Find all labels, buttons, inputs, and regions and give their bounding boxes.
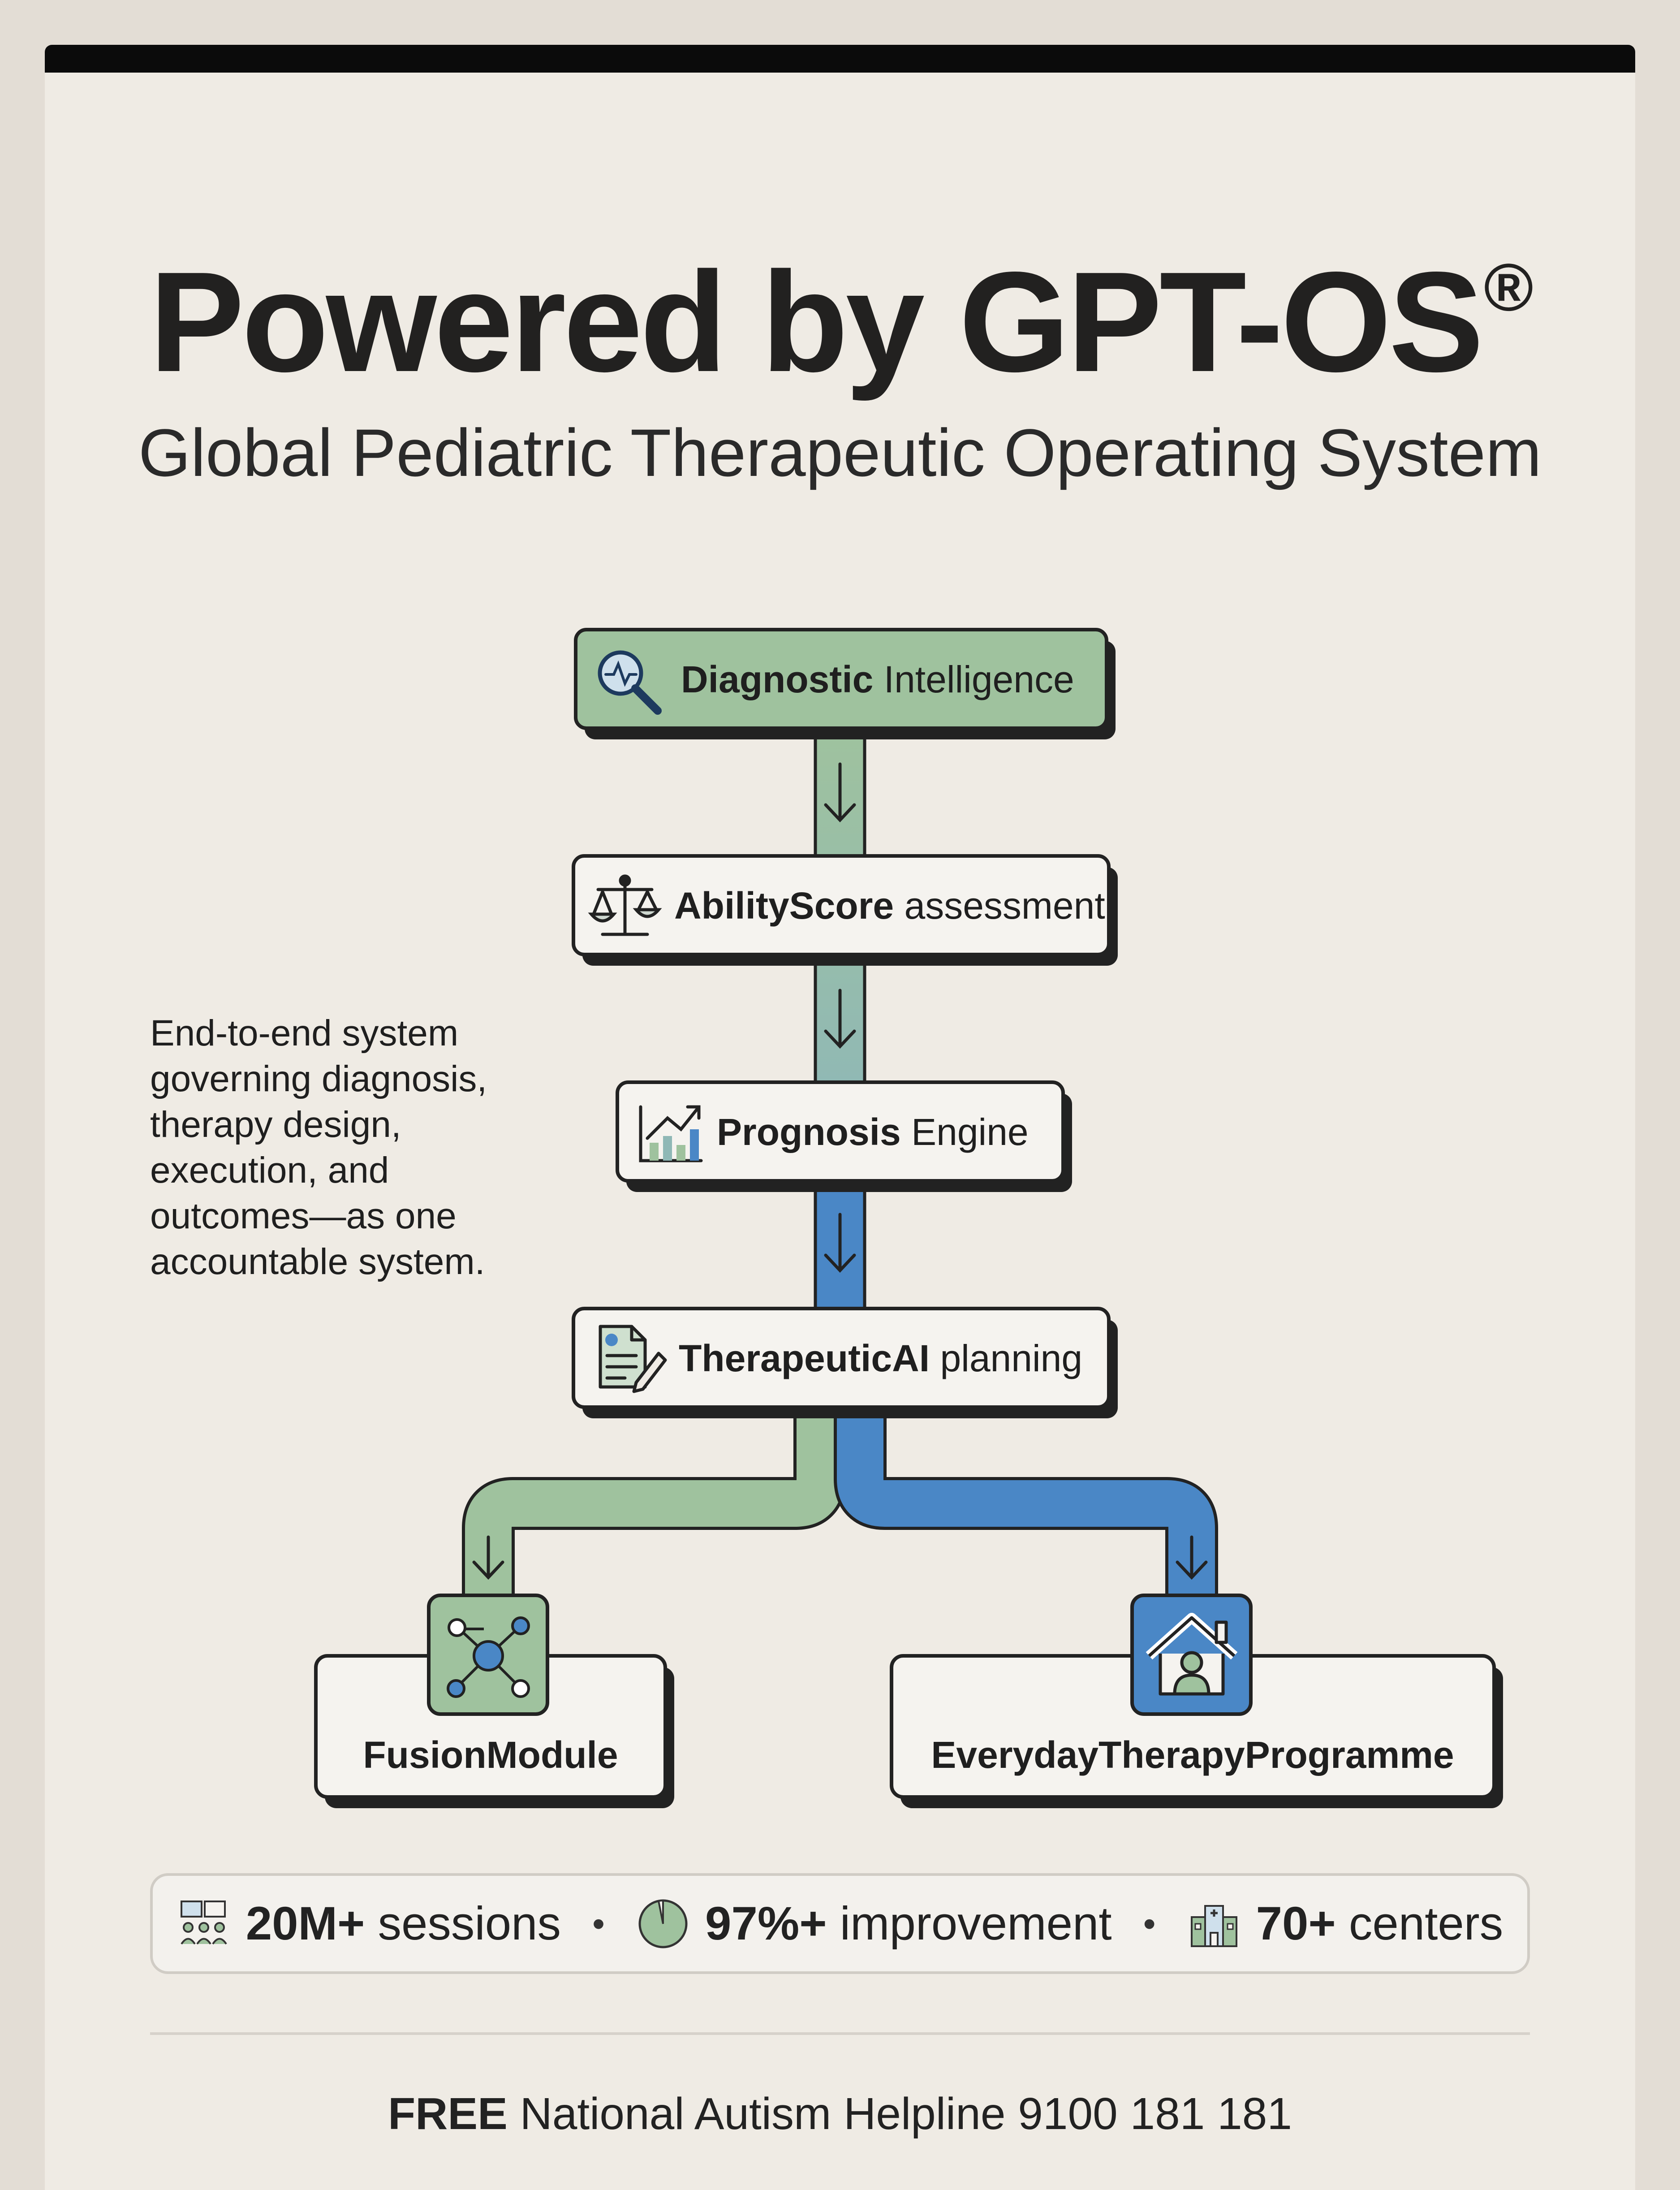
node-therapeuticai-planning: TherapeuticAI planning [572,1307,1118,1418]
flow-arrow-2 [824,989,856,1049]
page-subtitle: Global Pediatric Therapeutic Operating S… [138,415,1542,490]
node-4-rest: planning [930,1337,1082,1379]
svg-text:AbilityScore assessment: AbilityScore assessment [674,885,1105,927]
home-person-icon [1146,1613,1238,1696]
document-pen-icon [599,1325,667,1393]
footer-divider [150,2032,1530,2035]
node-3-rest: Engine [901,1111,1029,1153]
node-prognosis-engine: Prognosis Engine [616,1080,1072,1192]
network-hub-icon [447,1616,530,1698]
svg-text:Diagnostic Intelligence: Diagnostic Intelligence [681,658,1074,700]
stat-improvement: 97%+ improvement [636,1897,1112,1951]
node-abilityscore-assessment: AbilityScore assessment [572,854,1118,966]
group-session-icon [180,1900,227,1944]
stat-centers: 70+ centers [1187,1897,1503,1951]
page-title: Powered by GPT-OS® [149,242,1534,402]
node-4-bold: TherapeuticAI [679,1337,930,1379]
stat-1-value: 20M+ [246,1897,365,1950]
stat-sessions: 20M+ sessions [177,1897,561,1951]
node-1-rest: Intelligence [873,658,1074,700]
system-description: End-to-end system governing diagnosis, t… [150,1013,487,1282]
helpline-text: National Autism Helpline 9100 181 181 [507,2089,1292,2139]
node-diagnostic-intelligence: Diagnostic Intelligence [574,628,1116,739]
svg-text:TherapeuticAI planning: TherapeuticAI planning [679,1337,1082,1379]
stats-separator-2: • [1143,1903,1156,1944]
branch-2-label: EverydayTherapyProgramme [931,1734,1454,1776]
stats-bar: 20M+ sessions • 97%+ improvement • 70+ c… [150,1873,1530,1974]
helpline[interactable]: FREE National Autism Helpline 9100 181 1… [0,2088,1680,2140]
stats-separator-1: • [592,1903,605,1944]
branch-right-arrow [1176,1535,1208,1580]
node-3-bold: Prognosis [717,1111,901,1153]
stat-1-label: sessions [365,1897,561,1950]
node-2-bold: AbilityScore [674,885,894,927]
branch-1-label: FusionModule [363,1734,618,1776]
node-2-rest: assessment [894,885,1105,927]
balance-scale-icon [588,874,662,936]
branch-everydaytherapyprogramme: EverydayTherapyProgramme [890,1594,1503,1808]
stat-3-value: 70+ [1256,1897,1336,1950]
top-bar [45,45,1635,73]
building-icon [1190,1905,1237,1947]
pie-progress-icon [638,1899,688,1948]
helpline-free: FREE [388,2089,508,2139]
stat-2-label: improvement [827,1897,1112,1950]
svg-text:Prognosis Engine: Prognosis Engine [717,1111,1029,1153]
magnifier-pulse-icon [598,650,662,715]
flow-arrow-1 [824,762,856,823]
stat-3-label: centers [1335,1897,1503,1950]
branch-left-pipe [462,1412,846,1604]
branch-right-pipe [834,1412,1218,1604]
branch-left-arrow [472,1535,504,1580]
flow-arrow-3 [824,1213,856,1273]
growth-chart-icon [639,1105,703,1162]
stat-2-value: 97%+ [705,1897,827,1950]
branch-fusionmodule: FusionModule [314,1594,674,1808]
node-1-bold: Diagnostic [681,658,873,700]
registered-mark: ® [1484,250,1534,325]
